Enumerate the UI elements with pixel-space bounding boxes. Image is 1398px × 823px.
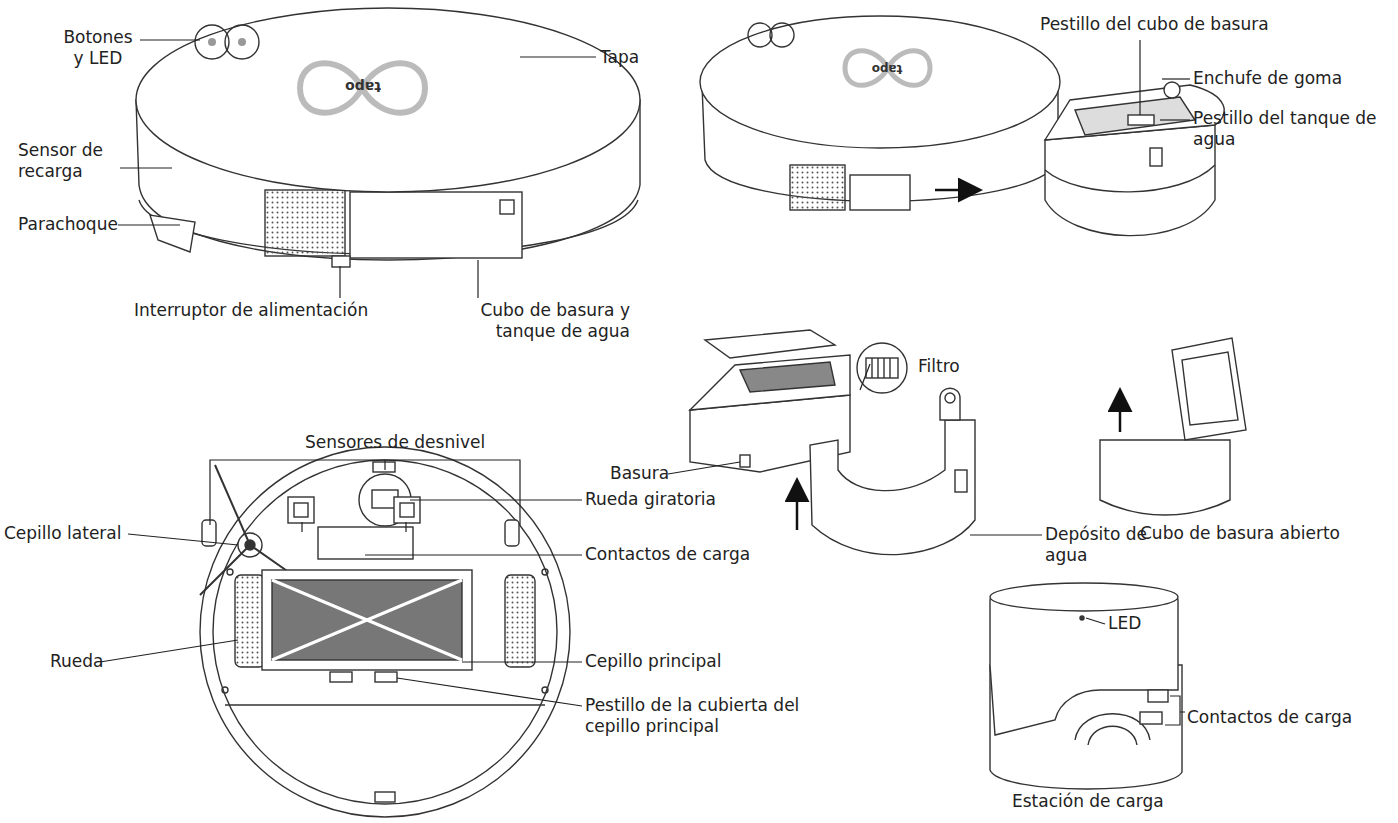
part-label: Sensores de desnivel (305, 432, 525, 453)
part-label: Rueda (50, 651, 110, 672)
charging-station (990, 583, 1182, 789)
part-label: Cepillo lateral (4, 523, 134, 544)
part-label: Pestillo del cubo de basura (1040, 14, 1320, 35)
part-label: Interruptor de alimentación (134, 300, 444, 321)
part-label: Parachoque (18, 214, 128, 235)
part-label: Pestillo del tanque de agua (1193, 108, 1393, 150)
brand-logo-text: tapo (862, 58, 912, 79)
part-label: Rueda giratoria (585, 489, 785, 510)
part-label: Botones y LED (56, 27, 140, 69)
part-label: Cubo de basura y tanque de agua (440, 300, 630, 342)
robot-bin-removed (700, 16, 1224, 236)
part-label: LED (1108, 613, 1168, 634)
part-label: Sensor de recarga (18, 140, 128, 182)
bin-and-tank (690, 330, 1246, 555)
part-label: Filtro (918, 356, 998, 377)
leader-lines (100, 40, 1190, 725)
robot-top-view (136, 8, 640, 267)
part-label: Tapa (600, 47, 680, 68)
part-label: Contactos de carga (1187, 707, 1387, 728)
part-label: Basura (610, 463, 680, 484)
robot-underside (200, 447, 570, 817)
part-label: Pestillo de la cubierta del cepillo prin… (585, 695, 800, 737)
part-label: Cubo de basura abierto (1140, 523, 1390, 544)
part-label: Contactos de carga (585, 544, 785, 565)
part-label: Enchufe de goma (1193, 68, 1373, 89)
part-label: Cepillo principal (585, 651, 785, 672)
brand-logo-text: tapo (338, 76, 388, 97)
part-label: Estación de carga (1012, 791, 1212, 812)
